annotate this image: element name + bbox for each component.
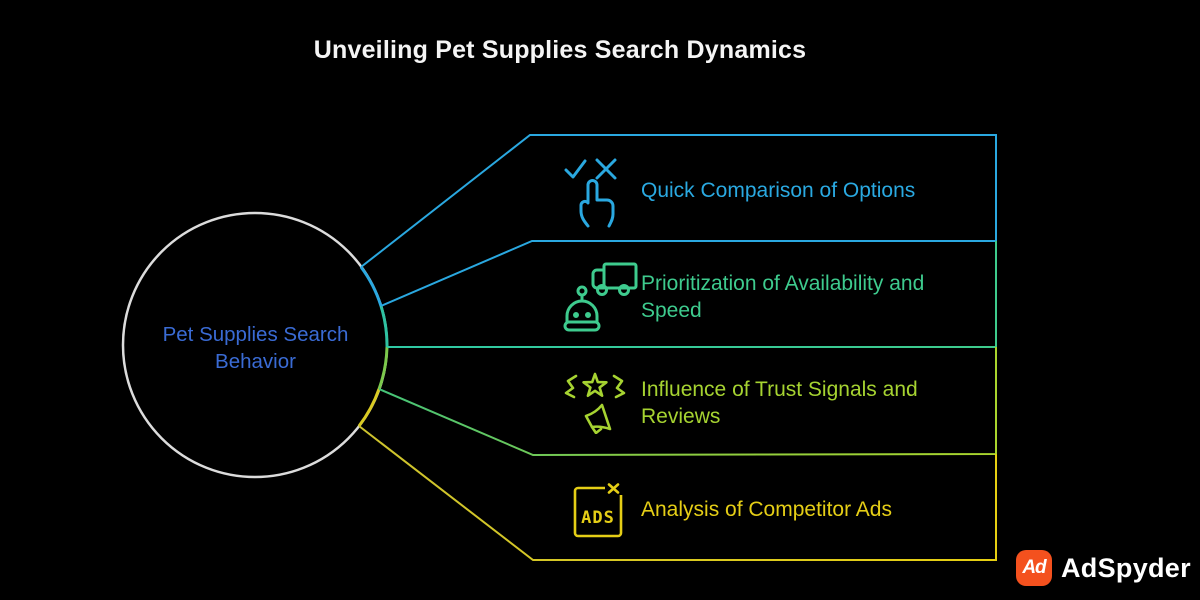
diagram-title: Unveiling Pet Supplies Search Dynamics	[313, 36, 807, 64]
delivery-robot-truck-icon	[563, 262, 638, 332]
branch-2-label-line1: Prioritization of Availability and	[641, 272, 925, 295]
branch-1-label: Quick Comparison of Options	[641, 177, 915, 204]
star-reviews-megaphone-icon	[564, 372, 626, 434]
ads-box-icon: ADS	[573, 482, 623, 538]
branch-3-label-line1: Influence of Trust Signals and	[641, 378, 918, 401]
branch-2-label-line2: Speed	[641, 299, 702, 322]
branch-1-outline	[360, 134, 997, 307]
center-label-line1: Pet Supplies	[162, 323, 278, 346]
branch-4-label: Analysis of Competitor Ads	[641, 496, 892, 523]
branch-2-label: Prioritization of Availability and Speed	[641, 270, 924, 324]
adspyder-logo-mark: Ad	[1016, 550, 1052, 586]
center-label-line2: Search Behavior	[215, 323, 349, 373]
circle-arc-blue	[359, 266, 383, 307]
adspyder-logo-text: AdSpyder	[1061, 552, 1191, 583]
branch-3-outline	[378, 347, 997, 457]
choice-hand-check-x-icon	[564, 158, 617, 228]
circle-arc-green	[377, 346, 389, 390]
circle-arc-teal	[379, 305, 389, 348]
branch-3-label-line2: Reviews	[641, 405, 721, 428]
ads-box-icon-text: ADS	[581, 508, 615, 528]
circle-arc-yellow	[357, 388, 381, 427]
branch-3-label: Influence of Trust Signals and Reviews	[641, 376, 918, 430]
branch-4-outline	[358, 425, 997, 561]
branch-4-label-line1: Analysis of Competitor Ads	[641, 498, 892, 521]
adspyder-logo: Ad AdSpyder	[1016, 550, 1191, 586]
center-node-label: Pet Supplies Search Behavior	[123, 321, 388, 375]
branch-1-label-line1: Quick Comparison of Options	[641, 179, 916, 202]
